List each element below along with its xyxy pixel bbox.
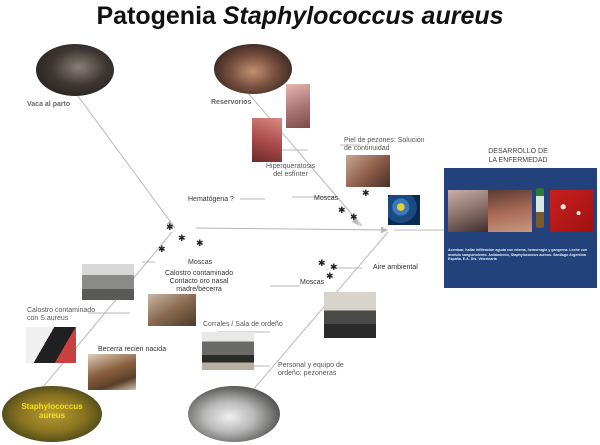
label-moscas-upper: Moscas [314, 195, 339, 202]
label-staph-aureus: Staphylococcus aureus [21, 402, 83, 421]
photo-corral-becerra [82, 264, 134, 300]
photo-becerra-mamando [148, 294, 196, 326]
label-personal: Personal y equipo de ordeño: pezoneras [278, 362, 344, 378]
photo-reservorios [214, 44, 292, 94]
fly-icon: ✱ [178, 233, 186, 243]
page-title: Patogenia Staphylococcus aureus [0, 2, 600, 31]
photo-piel-pezones [346, 155, 390, 187]
branch-vaca [77, 95, 176, 229]
label-reservorios: Reservorios [211, 99, 252, 106]
fly-icon: ✱ [196, 238, 204, 248]
label-aire: Aire ambiental [373, 264, 418, 271]
title-italic: Staphylococcus aureus [222, 2, 504, 30]
label-hematogena: Hematógena ? [188, 196, 234, 203]
photo-calostro-saureus [26, 327, 76, 363]
photo-moscas-upper [388, 195, 420, 225]
photo-reservorio-tissue-2 [252, 118, 282, 162]
label-calostro-saureus: Calostro contaminado con S.aureus [27, 307, 96, 323]
photo-ubre-gangrena [448, 190, 492, 232]
label-piel-pezones: Piel de pezones: Solución de continuidad [344, 137, 425, 153]
fly-icon: ✱ [158, 244, 166, 254]
photo-personal-ordeno [188, 386, 280, 442]
title-prefix: Patogenia [96, 2, 223, 30]
photo-corrales [202, 332, 254, 370]
fly-icon: ✱ [318, 258, 326, 268]
photo-sala-ordeno [324, 292, 376, 338]
fly-icon: ✱ [350, 212, 358, 222]
label-becerra: Becerra recien nacida [98, 346, 167, 353]
fly-icon: ✱ [326, 271, 334, 281]
fly-icon: ✱ [330, 262, 338, 272]
photo-becerra [88, 354, 136, 390]
label-hiperqueratosis: Hiperqueratosis del esfínter [266, 163, 316, 179]
fly-icon: ✱ [338, 205, 346, 215]
photo-pezon-hemorragia [488, 190, 532, 232]
photo-vaca-al-parto [36, 44, 114, 96]
photo-cultivo-agar [550, 190, 594, 232]
branch-aire [257, 231, 389, 385]
panel-heading: DESARROLLO DE LA ENFERMEDAD [488, 148, 548, 164]
label-moscas-left: Moscas [188, 259, 213, 266]
label-vaca-al-parto: Vaca al parto [27, 101, 71, 108]
label-moscas-right: Moscas [300, 279, 325, 286]
arrow-head-vaca [167, 220, 175, 228]
spine-line [195, 227, 389, 231]
fly-icon: ✱ [362, 188, 370, 198]
photo-staph-colonies [2, 386, 102, 442]
arrow-head-main [381, 226, 388, 234]
label-corrales: Corrales / Sala de ordeño [203, 321, 283, 328]
fly-icon: ✱ [166, 222, 174, 232]
photo-reservorio-tissue-1 [286, 84, 310, 128]
panel-caption: Acentuar, hallar infiltración aguda con … [448, 248, 588, 262]
label-calostro-contaminado: Calostro contaminado Contacto oro nasal … [165, 270, 234, 294]
arrow-head-reservorios [352, 218, 360, 226]
branch-reservorios [247, 92, 363, 227]
photo-tubo-leche [536, 188, 544, 228]
